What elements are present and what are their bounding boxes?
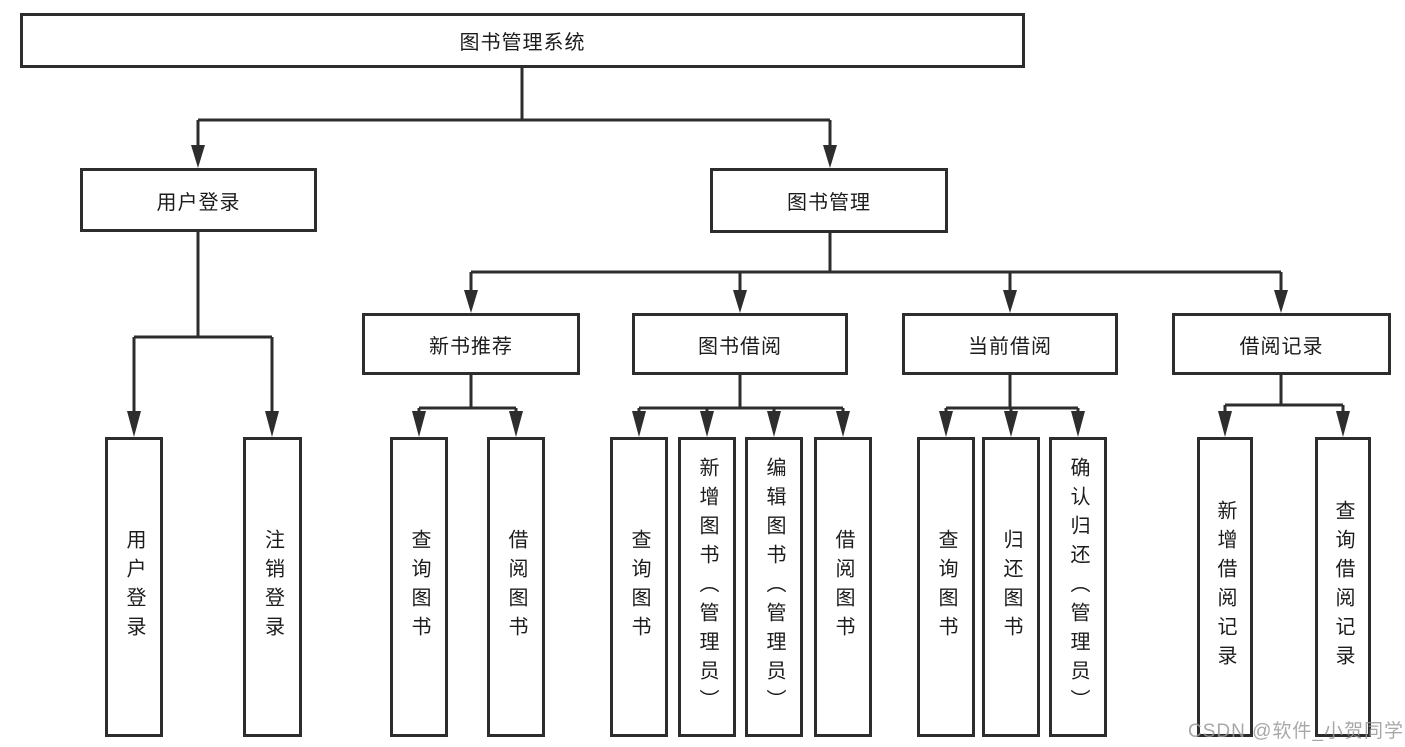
- arrowhead-icon: [632, 411, 646, 437]
- node-label: 编辑图书（管理员）: [763, 456, 785, 718]
- leaf-current-query-book: 查询图书: [917, 437, 975, 737]
- arrowhead-icon: [767, 411, 781, 437]
- node-new-book-recommend: 新书推荐: [362, 313, 580, 375]
- node-label: 借阅图书: [505, 529, 527, 645]
- node-label: 当前借阅: [968, 335, 1052, 358]
- arrowhead-icon: [1004, 411, 1018, 437]
- node-label: 新增借阅记录: [1214, 500, 1236, 674]
- leaf-recommend-borrow-book: 借阅图书: [487, 437, 545, 737]
- leaf-add-book-admin: 新增图书（管理员）: [678, 437, 736, 737]
- arrowhead-icon: [823, 145, 837, 168]
- node-label: 新增图书（管理员）: [696, 456, 718, 718]
- leaf-logout: 注销登录: [243, 437, 302, 737]
- arrowhead-icon: [1218, 411, 1232, 437]
- connector-borrow-to-leaves: [637, 375, 845, 414]
- leaf-edit-book-admin: 编辑图书（管理员）: [745, 437, 803, 737]
- node-label: 查询图书: [408, 529, 430, 645]
- leaf-user-login: 用户登录: [105, 437, 163, 737]
- arrowhead-icon: [127, 411, 141, 437]
- node-label: 借阅记录: [1239, 335, 1324, 358]
- connector-record-to-leaves: [1223, 375, 1345, 414]
- node-root-system: 图书管理系统: [20, 13, 1025, 68]
- leaf-return-book: 归还图书: [982, 437, 1040, 737]
- leaf-recommend-query-book: 查询图书: [390, 437, 448, 737]
- arrowhead-icon: [939, 411, 953, 437]
- node-book-borrow: 图书借阅: [632, 313, 848, 375]
- node-label: 借阅图书: [832, 529, 854, 645]
- arrowhead-icon: [191, 145, 205, 168]
- connector-current-to-leaves: [944, 375, 1080, 414]
- arrowhead-icon: [836, 411, 850, 437]
- node-borrow-record: 借阅记录: [1172, 313, 1391, 375]
- node-label: 注销登录: [261, 529, 284, 645]
- arrowhead-icon: [1071, 411, 1085, 437]
- connector-recommend-to-leaves: [417, 375, 518, 414]
- leaf-borrow-book: 借阅图书: [814, 437, 872, 737]
- arrowhead-icon: [265, 411, 279, 437]
- node-book-management: 图书管理: [710, 168, 948, 233]
- node-label: 新书推荐: [429, 335, 513, 358]
- arrowhead-icon: [1274, 290, 1288, 313]
- node-label: 图书管理系统: [459, 32, 586, 54]
- node-label: 查询图书: [935, 529, 957, 645]
- connector-root-to-level2: [196, 68, 832, 147]
- csdn-watermark: CSDN @软件_小贺同学: [1188, 721, 1404, 742]
- leaf-borrow-query-book: 查询图书: [610, 437, 668, 737]
- leaf-confirm-return-admin: 确认归还（管理员）: [1049, 437, 1107, 737]
- leaf-query-borrow-record: 查询借阅记录: [1315, 437, 1371, 737]
- arrowhead-icon: [1336, 411, 1350, 437]
- arrowhead-icons: [127, 145, 1350, 437]
- node-label: 用户登录: [123, 529, 145, 645]
- node-label: 图书借阅: [698, 335, 782, 358]
- node-label: 查询借阅记录: [1332, 500, 1354, 674]
- node-user-login: 用户登录: [80, 168, 317, 232]
- arrowhead-icon: [412, 411, 426, 437]
- arrowhead-icon: [1003, 290, 1017, 313]
- node-current-borrow: 当前借阅: [902, 313, 1118, 375]
- node-label: 图书管理: [787, 192, 871, 214]
- arrowhead-icon: [733, 290, 747, 313]
- arrowhead-icon: [464, 290, 478, 313]
- node-label: 用户登录: [156, 191, 241, 214]
- arrowhead-icon: [700, 411, 714, 437]
- node-label: 归还图书: [1000, 529, 1022, 645]
- leaf-add-borrow-record: 新增借阅记录: [1197, 437, 1253, 737]
- node-label: 查询图书: [628, 529, 650, 645]
- arrowhead-icon: [509, 411, 523, 437]
- node-label: 确认归还（管理员）: [1067, 456, 1089, 718]
- connector-login-to-leaves: [132, 232, 274, 413]
- connector-management-to-level3: [469, 233, 1283, 292]
